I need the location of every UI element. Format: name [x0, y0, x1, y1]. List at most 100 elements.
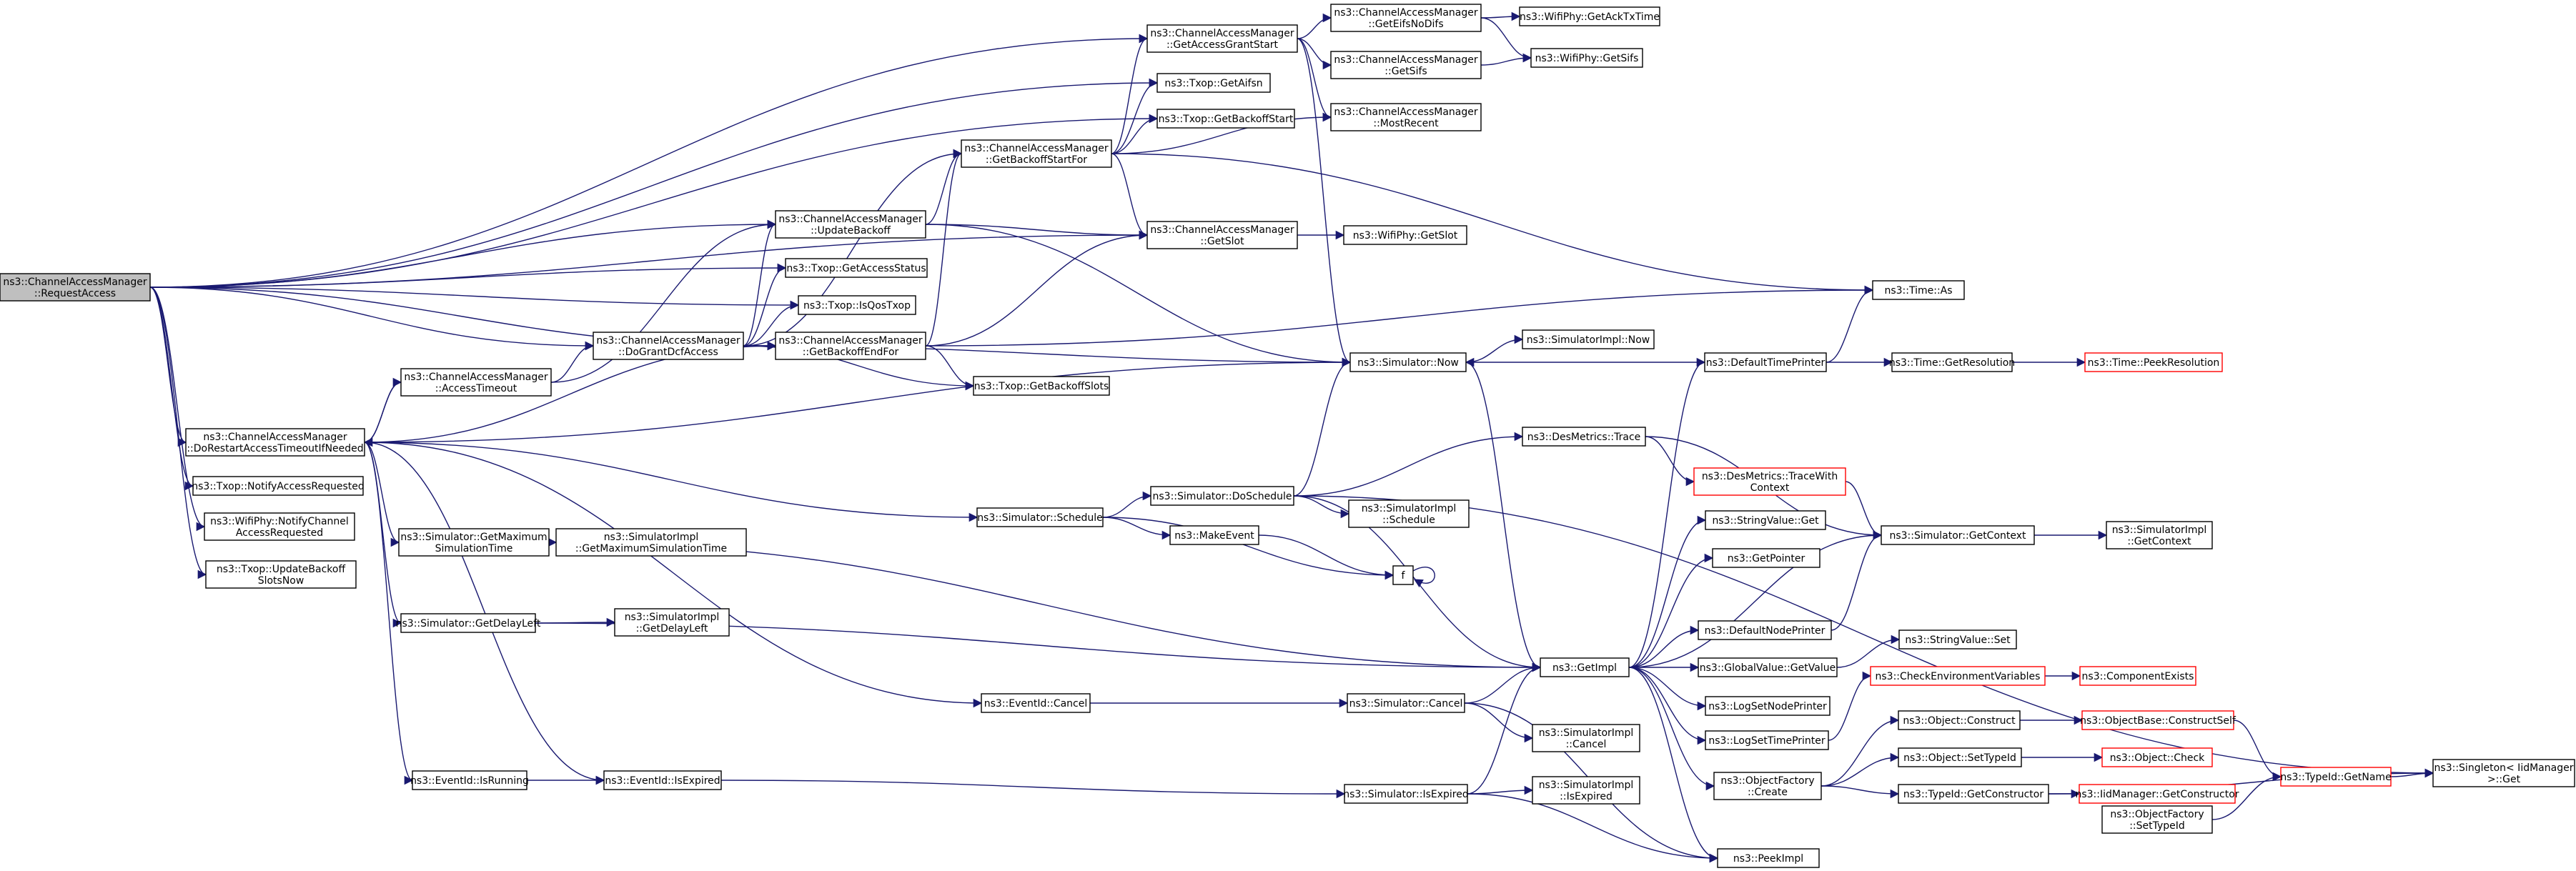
node-box — [1705, 510, 1826, 530]
node-astat[interactable]: ns3::Txop::GetAccessStatus — [785, 258, 928, 278]
node-box — [555, 528, 747, 557]
node-tres[interactable]: ns3::Time::GetResolution — [1889, 352, 2015, 372]
call-edge — [1297, 38, 1332, 70]
node-sicancel[interactable]: ns3::SimulatorImpl::Cancel — [1532, 724, 1640, 752]
node-label: ::GetDelayLeft — [636, 623, 708, 634]
node-tpeek[interactable]: ns3::Time::PeekResolution — [2084, 352, 2223, 372]
node-ato[interactable]: ns3::ChannelAccessManager::AccessTimeout — [400, 368, 552, 397]
node-ubo[interactable]: ns3::ChannelAccessManager::UpdateBackoff — [775, 210, 926, 239]
node-wslot[interactable]: ns3::WifiPhy::GetSlot — [1343, 225, 1467, 245]
node-dnp[interactable]: ns3::DefaultNodePrinter — [1698, 620, 1832, 640]
node-box — [0, 273, 151, 302]
node-cexist[interactable]: ns3::ComponentExists — [2079, 666, 2196, 686]
node-sgmax[interactable]: ns3::Simulator::GetMaximumSimulationTime — [398, 528, 550, 557]
node-svset[interactable]: ns3::StringValue::Set — [1898, 629, 2017, 649]
node-mev[interactable]: ns3::MakeEvent — [1169, 525, 1259, 545]
node-wnca[interactable]: ns3::WifiPhy::NotifyChannelAccessRequest… — [204, 512, 355, 541]
node-sgdl[interactable]: ns3::Simulator::GetDelayLeft — [396, 613, 541, 633]
node-sexp[interactable]: ns3::Simulator::IsExpired — [1343, 784, 1469, 804]
node-sget[interactable]: ns3::Singleton< IidManager >::Get — [2432, 759, 2575, 787]
node-iidgc[interactable]: ns3::IidManager::GetConstructor — [2075, 784, 2239, 804]
edge-drat-to-sgmax — [364, 442, 400, 547]
node-siexp[interactable]: ns3::SimulatorImpl::IsExpired — [1532, 776, 1640, 805]
call-edge — [1297, 13, 1332, 39]
node-cslot[interactable]: ns3::ChannelAccessManager::GetSlot — [1146, 221, 1298, 249]
node-sigctx[interactable]: ns3::SimulatorImpl::GetContext — [2106, 521, 2213, 549]
call-edge — [1465, 362, 1542, 672]
node-lsnp[interactable]: ns3::LogSetNodePrinter — [1705, 696, 1831, 716]
node-ecancel[interactable]: ns3::EventId::Cancel — [981, 693, 1091, 713]
node-peek[interactable]: ns3::PeekImpl — [1717, 848, 1820, 868]
node-box — [614, 608, 730, 637]
node-bstart[interactable]: ns3::Txop::GetBackoffStart — [1156, 109, 1295, 129]
node-aifsn[interactable]: ns3::Txop::GetAifsn — [1156, 73, 1271, 93]
call-edge — [1293, 495, 2434, 778]
node-gimpl[interactable]: ns3::GetImpl — [1540, 657, 1630, 677]
node-sigmax[interactable]: ns3::SimulatorImpl::GetMaximumSimulation… — [555, 528, 747, 557]
node-ssch[interactable]: ns3::Simulator::Schedule — [976, 507, 1104, 527]
node-label: ns3::WifiPhy::GetSlot — [1353, 230, 1458, 242]
call-edge — [149, 287, 595, 351]
node-cenv[interactable]: ns3::CheckEnvironmentVariables — [1870, 666, 2046, 686]
edge-gbef-to-gbsf — [925, 149, 963, 347]
node-label: ns3::Txop::GetAccessStatus — [786, 263, 926, 274]
node-gvget[interactable]: ns3::GlobalValue::GetValue — [1698, 657, 1838, 677]
node-svget[interactable]: ns3::StringValue::Get — [1705, 510, 1826, 530]
node-label: ns3::EventId::IsRunning — [410, 775, 529, 787]
node-tgn[interactable]: ns3::TypeId::GetName — [2280, 767, 2392, 787]
node-label: ::RequestAccess — [34, 288, 116, 299]
edge-gimpl-to-dnp — [1628, 625, 1700, 668]
edge-ato-to-dgdcf — [550, 341, 595, 383]
node-drat[interactable]: ns3::ChannelAccessManager::DoRestartAcce… — [185, 428, 365, 457]
node-gptr[interactable]: ns3::GetPointer — [1712, 548, 1820, 568]
node-lstp[interactable]: ns3::LogSetTimePrinter — [1705, 730, 1829, 750]
node-tgc[interactable]: ns3::TypeId::GetConstructor — [1898, 784, 2049, 804]
node-dmt[interactable]: ns3::DesMetrics::Trace — [1522, 427, 1646, 447]
edge-eexp-to-sexp — [720, 780, 1346, 799]
node-sigdl[interactable]: ns3::SimulatorImpl::GetDelayLeft — [614, 608, 730, 637]
node-gags[interactable]: ns3::ChannelAccessManager::GetAccessGran… — [1146, 24, 1298, 53]
node-box — [1870, 666, 2046, 686]
node-sinow[interactable]: ns3::SimulatorImpl::Now — [1522, 329, 1655, 349]
node-erun[interactable]: ns3::EventId::IsRunning — [410, 770, 529, 790]
node-scancel[interactable]: ns3::Simulator::Cancel — [1347, 693, 1465, 713]
node-gbef[interactable]: ns3::ChannelAccessManager::GetBackoffEnd… — [775, 332, 926, 360]
node-obcs[interactable]: ns3::ObjectBase::ConstructSelf — [2080, 710, 2236, 730]
call-edge — [1628, 357, 1706, 668]
node-sdos[interactable]: ns3::Simulator::DoSchedule — [1150, 486, 1294, 506]
call-edge — [149, 34, 1149, 288]
node-wsifs[interactable]: ns3::WifiPhy::GetSifs — [1530, 48, 1643, 68]
edge-drat-to-snow — [364, 357, 1352, 443]
edge-ubo-to-gbsf — [925, 149, 963, 225]
call-edge — [149, 219, 777, 288]
node-dgdcf[interactable]: ns3::ChannelAccessManager::DoGrantDcfAcc… — [593, 332, 744, 360]
node-isqos[interactable]: ns3::Txop::IsQosTxop — [798, 295, 916, 315]
node-gbsf[interactable]: ns3::ChannelAccessManager::GetBackoffSta… — [961, 139, 1112, 168]
node-acktx[interactable]: ns3::WifiPhy::GetAckTxTime — [1519, 6, 1660, 26]
node-label: ns3::TypeId::GetConstructor — [1903, 789, 2044, 800]
node-mrec[interactable]: ns3::ChannelAccessManager::MostRecent — [1330, 103, 1482, 131]
node-sisch[interactable]: ns3::SimulatorImpl::Schedule — [1348, 499, 1470, 528]
node-ocon[interactable]: ns3::Object::Construct — [1898, 710, 2021, 730]
node-ofst[interactable]: ns3::ObjectFactory::SetTypeId — [2101, 805, 2213, 834]
node-dtp[interactable]: ns3::DefaultTimePrinter — [1704, 352, 1827, 372]
node-ochk[interactable]: ns3::Object::Check — [2101, 747, 2213, 767]
node-geifs[interactable]: ns3::ChannelAccessManager::GetEifsNoDifs — [1330, 4, 1482, 32]
node-ofc[interactable]: ns3::ObjectFactory::Create — [1713, 772, 1822, 800]
node-cgsifs[interactable]: ns3::ChannelAccessManager::GetSifs — [1330, 51, 1482, 79]
node-label: ns3::SimulatorImpl::Now — [1527, 334, 1650, 346]
node-fn[interactable]: f — [1392, 565, 1414, 585]
node-osti[interactable]: ns3::Object::SetTypeId — [1898, 747, 2022, 767]
node-eexp[interactable]: ns3::EventId::IsExpired — [603, 770, 722, 790]
node-box — [1532, 776, 1640, 805]
node-nar[interactable]: ns3::Txop::NotifyAccessRequested — [192, 476, 365, 496]
node-sgctx[interactable]: ns3::Simulator::GetContext — [1881, 525, 2035, 545]
call-edge — [1820, 715, 1900, 787]
node-bslots[interactable]: ns3::Txop::GetBackoffSlots — [973, 376, 1110, 396]
node-snow[interactable]: ns3::Simulator::Now — [1349, 352, 1467, 372]
node-tas[interactable]: ns3::Time::As — [1872, 280, 1965, 300]
node-root[interactable]: ns3::ChannelAccessManager::RequestAccess — [0, 273, 151, 302]
